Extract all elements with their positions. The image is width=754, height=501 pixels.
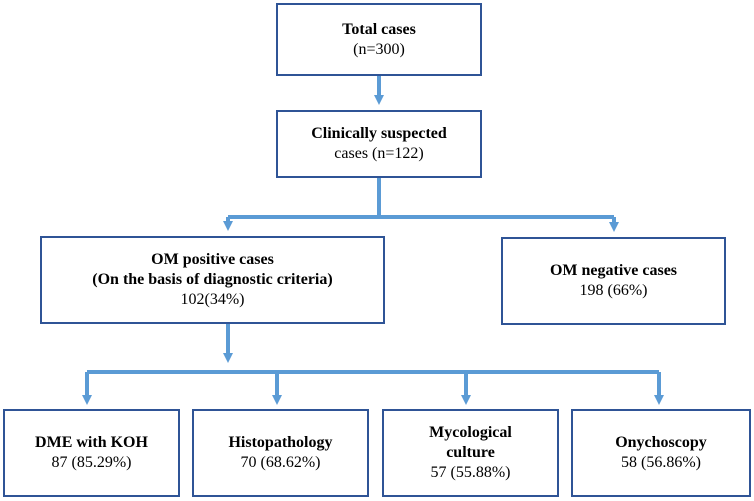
onychoscopy-box: Onychoscopy 58 (56.86%)	[571, 409, 751, 497]
om-negative-count: 198 (66%)	[579, 282, 648, 299]
mycological-label: Mycological	[429, 424, 512, 441]
dme-koh-label: DME with KOH	[35, 434, 148, 451]
histopathology-box: Histopathology 70 (68.62%)	[192, 409, 369, 497]
onychoscopy-label: Onychoscopy	[615, 434, 707, 451]
om-positive-criteria: (On the basis of diagnostic criteria)	[92, 271, 333, 288]
clinically-suspected-label: Clinically suspected	[311, 125, 447, 142]
om-positive-count: 102(34%)	[180, 291, 245, 308]
mycological-culture-count: 57 (55.88%)	[430, 464, 511, 481]
dme-koh-count: 87 (85.29%)	[51, 454, 132, 471]
total-cases-label: Total cases	[342, 20, 416, 38]
om-positive-box: OM positive cases (On the basis of diagn…	[40, 236, 385, 324]
mycological-culture-box: Mycological culture 57 (55.88%)	[382, 409, 559, 497]
histopathology-count: 70 (68.62%)	[240, 454, 321, 471]
dme-koh-box: DME with KOH 87 (85.29%)	[3, 409, 180, 497]
histopathology-label: Histopathology	[228, 434, 333, 451]
om-negative-box: OM negative cases 198 (66%)	[501, 237, 726, 325]
clinically-suspected-box: Clinically suspected cases (n=122)	[276, 110, 482, 178]
om-negative-label: OM negative cases	[549, 262, 678, 279]
total-cases-box: Total cases (n=300)	[276, 3, 482, 76]
culture-label: culture	[446, 444, 495, 461]
clinically-suspected-count: cases (n=122)	[334, 145, 424, 162]
om-positive-label: OM positive cases	[151, 251, 274, 268]
onychoscopy-count: 58 (56.86%)	[621, 454, 701, 471]
total-cases-count: (n=300)	[353, 40, 405, 58]
